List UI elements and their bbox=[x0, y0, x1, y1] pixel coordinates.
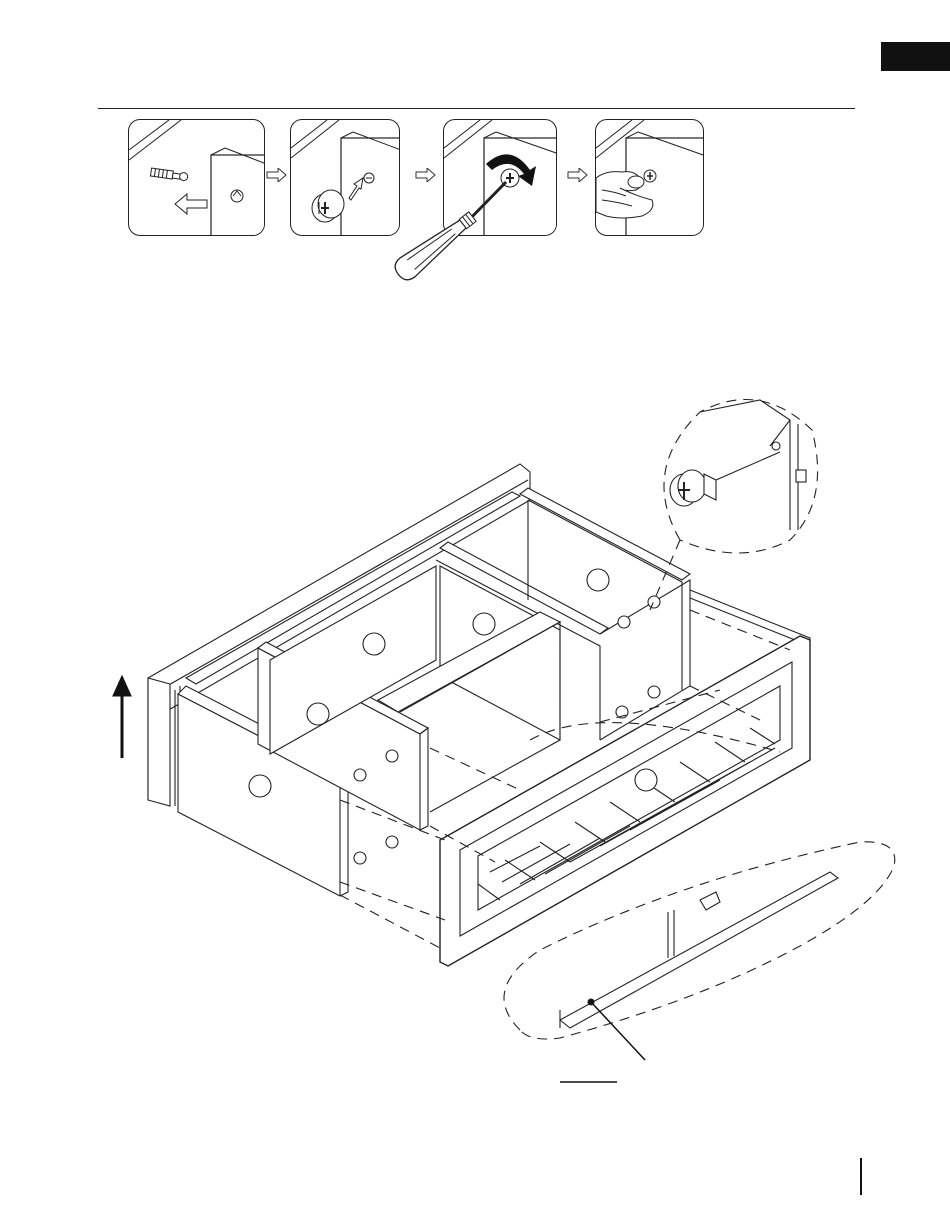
up-arrow-icon bbox=[113, 676, 131, 758]
page-number-divider bbox=[860, 1158, 862, 1195]
